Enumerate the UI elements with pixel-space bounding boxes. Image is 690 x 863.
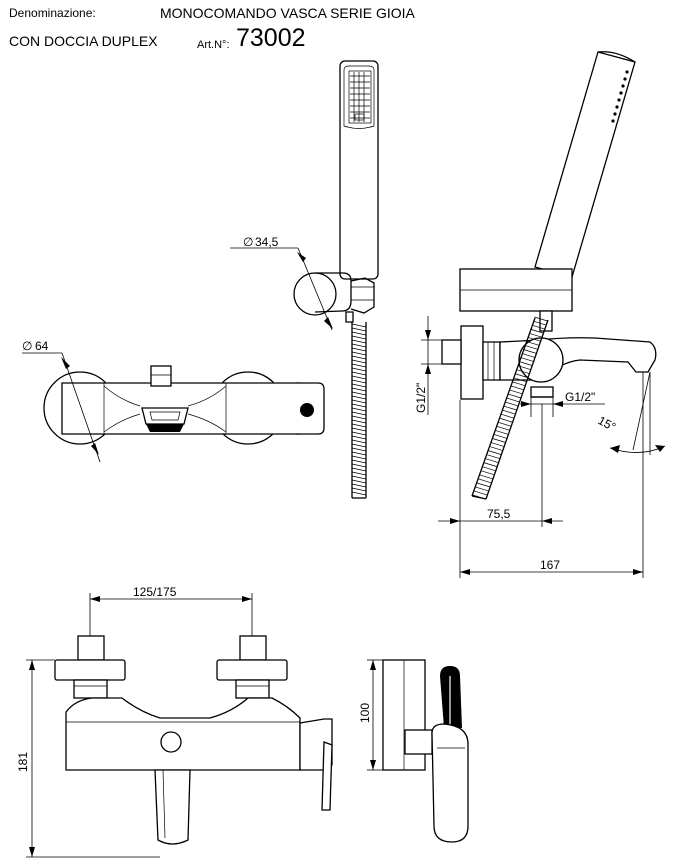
article-number: 73002 <box>236 24 306 52</box>
dim-thread-outlet: G1/2" <box>565 390 595 404</box>
lever-top <box>141 407 189 425</box>
wall-bracket-circle <box>293 272 337 316</box>
shower-face <box>343 65 375 129</box>
product-name: MONOCOMANDO VASCA SERIE GIOIA <box>160 5 415 21</box>
shower-hose-vertical <box>351 322 367 499</box>
mixer-top-view <box>22 352 325 463</box>
dim-shower-diameter: 34,5 <box>255 235 279 249</box>
wall-bracket <box>314 272 352 313</box>
product-subtitle: CON DOCCIA DUPLEX <box>9 33 158 49</box>
hand-shower-front-view <box>230 60 379 499</box>
dim-inlet-depth: 75,5 <box>487 507 511 521</box>
diverter-knob-top <box>150 365 172 387</box>
inlet-nipple <box>441 339 462 365</box>
left-rosette-front <box>54 659 126 681</box>
dim-shower-diameter-symbol: ∅ <box>243 235 253 249</box>
holder-side-view <box>367 659 469 843</box>
mixer-front-view <box>26 593 333 858</box>
shower-in-holder <box>431 723 469 843</box>
dim-holder-height: 100 <box>358 703 372 723</box>
shower-nozzle-grid <box>348 70 372 124</box>
wall-rosette-side <box>460 325 484 400</box>
article-label: Art.N°: <box>197 39 230 51</box>
dim-rosette-diameter: 64 <box>35 339 49 353</box>
dim-inlet-spacing: 125/175 <box>133 585 177 599</box>
lever-front <box>154 769 191 845</box>
inclined-nozzles <box>611 70 629 123</box>
denomination-label: Denominazione: <box>9 6 96 20</box>
dim-total-depth: 167 <box>540 558 560 572</box>
right-rosette-front <box>216 659 288 681</box>
hose-connector <box>350 277 375 314</box>
dim-rosette-diameter-symbol: ∅ <box>22 339 32 353</box>
mixer-side-view <box>421 51 666 578</box>
dim-overall-height: 181 <box>16 752 30 772</box>
hose-diagonal <box>471 316 549 500</box>
diverter-knob-front <box>160 731 182 753</box>
aerator-dot <box>300 403 314 417</box>
dim-spout-angle: 15° <box>596 413 619 434</box>
mixer-body-front <box>65 697 301 771</box>
holder-clip <box>440 666 462 728</box>
inclined-shower <box>534 51 636 278</box>
dim-thread-vertical: G1/2" <box>414 383 428 413</box>
